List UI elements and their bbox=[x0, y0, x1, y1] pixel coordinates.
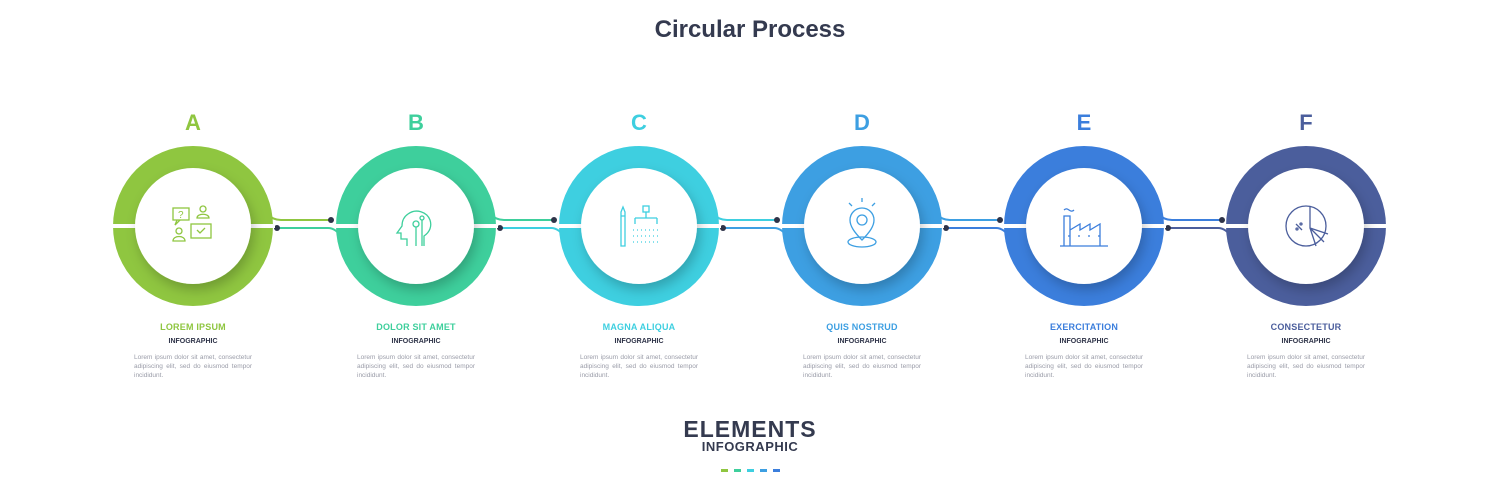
step-subtitle: INFOGRAPHIC bbox=[1059, 338, 1109, 345]
connector-line bbox=[500, 227, 566, 239]
connector-dot bbox=[774, 217, 780, 223]
step-title: EXERCITATION bbox=[1049, 322, 1119, 332]
step-label: MAGNA ALIQUA INFOGRAPHIC Lorem ipsum dolor… bbox=[539, 322, 739, 380]
step-subtitle: INFOGRAPHIC bbox=[391, 338, 441, 345]
ring-inner bbox=[358, 168, 474, 284]
chat-users-icon: ? bbox=[172, 205, 212, 242]
logo-line1: ELEMENTS bbox=[683, 416, 817, 442]
step-ring-d bbox=[780, 146, 944, 306]
color-square bbox=[746, 469, 754, 472]
factory-icon bbox=[1060, 208, 1108, 247]
connector-dot bbox=[551, 217, 557, 223]
color-square bbox=[759, 469, 767, 472]
color-square bbox=[720, 469, 728, 472]
step-ring-a: ? bbox=[111, 146, 275, 306]
step-title: DOLOR SIT AMET bbox=[376, 322, 456, 332]
step-letter: D bbox=[854, 110, 870, 135]
logo: ELEMENTS INFOGRAPHIC bbox=[0, 418, 1500, 477]
step-label: QUIS NOSTRUD INFOGRAPHIC Lorem ipsum dolor… bbox=[762, 322, 962, 380]
step-ring-c bbox=[557, 146, 721, 306]
step-subtitle: INFOGRAPHIC bbox=[837, 338, 887, 345]
step-description: Lorem ipsum dolor sit amet, consectetur … bbox=[134, 354, 252, 379]
step-label: EXERCITATION INFOGRAPHIC Lorem ipsum dolor… bbox=[984, 322, 1184, 380]
connector-dot bbox=[328, 217, 334, 223]
color-square bbox=[733, 469, 741, 472]
connector-line bbox=[712, 213, 777, 221]
step-letter: E bbox=[1076, 110, 1092, 135]
page-title: Circular Process bbox=[654, 16, 846, 43]
step-description: Lorem ipsum dolor sit amet, consectetur … bbox=[357, 354, 475, 379]
connector-line bbox=[489, 213, 554, 221]
map-pin-icon bbox=[847, 198, 877, 248]
connector-line bbox=[1157, 213, 1222, 221]
step-ring-e bbox=[1002, 146, 1166, 306]
connector-dot bbox=[1219, 217, 1225, 223]
step-letter: A bbox=[185, 110, 201, 135]
step-description: Lorem ipsum dolor sit amet, consectetur … bbox=[1025, 354, 1143, 379]
pie-chart-icon bbox=[1285, 205, 1329, 247]
step-subtitle: INFOGRAPHIC bbox=[1281, 338, 1331, 345]
connector-line bbox=[946, 227, 1011, 239]
ring-inner bbox=[1026, 168, 1142, 284]
logo-line2: INFOGRAPHIC bbox=[701, 439, 799, 454]
connector-dot bbox=[1165, 225, 1171, 231]
ring-inner bbox=[135, 168, 251, 284]
step-ring-b bbox=[334, 146, 498, 306]
connector-dot bbox=[997, 217, 1003, 223]
step-title: CONSECTETUR bbox=[1270, 322, 1342, 332]
step-label: LOREM IPSUM INFOGRAPHIC Lorem ipsum dolor … bbox=[93, 322, 293, 380]
connector-line bbox=[277, 227, 343, 239]
step-subtitle: INFOGRAPHIC bbox=[614, 338, 664, 345]
ai-head-icon bbox=[395, 210, 432, 246]
connector-line bbox=[723, 227, 789, 239]
logo-color-squares bbox=[0, 459, 1500, 477]
ring-inner bbox=[581, 168, 697, 284]
svg-text:?: ? bbox=[178, 210, 184, 221]
connector-dot bbox=[720, 225, 726, 231]
ring-inner bbox=[1248, 168, 1364, 284]
step-label: DOLOR SIT AMET INFOGRAPHIC Lorem ipsum dol… bbox=[316, 322, 516, 380]
step-letter: F bbox=[1299, 110, 1313, 135]
connector-line bbox=[266, 213, 331, 221]
step-description: Lorem ipsum dolor sit amet, consectetur … bbox=[803, 354, 921, 379]
step-letter: C bbox=[631, 110, 647, 135]
color-square bbox=[772, 469, 780, 472]
step-letter: B bbox=[408, 110, 424, 135]
connector-dot bbox=[274, 225, 280, 231]
structure-pencil-icon bbox=[620, 205, 659, 247]
connector-line bbox=[1168, 227, 1233, 239]
step-ring-f bbox=[1224, 146, 1388, 306]
connector-dot bbox=[943, 225, 949, 231]
step-label: CONSECTETUR INFOGRAPHIC Lorem ipsum dolor … bbox=[1206, 322, 1406, 380]
step-title: LOREM IPSUM bbox=[160, 322, 226, 332]
ring-inner bbox=[804, 168, 920, 284]
step-title: QUIS NOSTRUD bbox=[826, 322, 898, 332]
step-title: MAGNA ALIQUA bbox=[602, 322, 676, 332]
step-subtitle: INFOGRAPHIC bbox=[168, 338, 218, 345]
step-description: Lorem ipsum dolor sit amet, consectetur … bbox=[1247, 354, 1365, 379]
connector-dot bbox=[497, 225, 503, 231]
connector-line bbox=[935, 213, 1000, 221]
step-description: Lorem ipsum dolor sit amet, consectetur … bbox=[580, 354, 698, 379]
